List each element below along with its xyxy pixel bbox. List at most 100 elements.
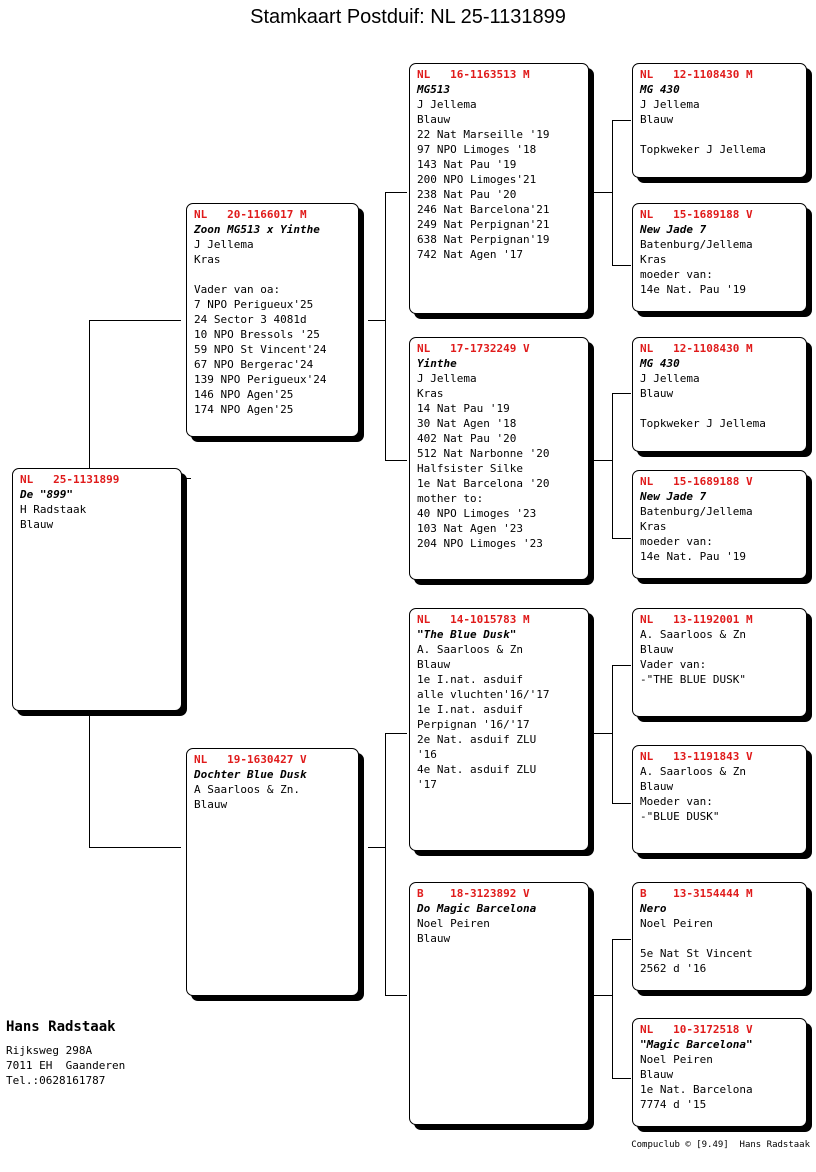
bird-id: B 13-3154444 M — [640, 887, 753, 900]
bird-color: Kras — [194, 253, 221, 266]
pedigree-card-gen3-2[interactable]: NL 17-1732249 V Yinthe J Jellema Kras 14… — [409, 337, 589, 580]
pedigree-card-gen3-1[interactable]: NL 16-1163513 M MG513 J Jellema Blauw 22… — [409, 63, 589, 314]
bird-note-line: '17 — [417, 778, 437, 791]
bird-note-line: Topkweker J Jellema — [640, 143, 766, 156]
bird-note-line: 238 Nat Pau '20 — [417, 188, 517, 201]
bird-note-line — [640, 401, 800, 416]
bird-id: NL 12-1108430 M — [640, 342, 753, 355]
connector — [594, 192, 612, 193]
bird-breeder: J Jellema — [640, 98, 700, 111]
pedigree-card-gen3-3[interactable]: NL 14-1015783 M "The Blue Dusk" A. Saarl… — [409, 608, 589, 851]
bird-color: Blauw — [194, 798, 228, 811]
connector — [594, 995, 612, 996]
connector — [612, 393, 613, 538]
bird-notes: Vader van:-"THE BLUE DUSK" — [640, 657, 800, 687]
bird-id: NL 16-1163513 M — [417, 68, 530, 81]
bird-nickname: Yinthe — [417, 357, 457, 370]
bird-id: NL 10-3172518 V — [640, 1023, 753, 1036]
pedigree-card-gen4-5[interactable]: NL 13-1192001 M A. Saarloos & Zn Blauw V… — [632, 608, 807, 717]
bird-id: NL 13-1192001 M — [640, 613, 753, 626]
bird-note-line: 5e Nat St Vincent — [640, 947, 753, 960]
bird-notes: Moeder van:-"BLUE DUSK" — [640, 794, 800, 824]
bird-note-line: Perpignan '16/'17 — [417, 718, 530, 731]
bird-note-line: Vader van: — [640, 658, 707, 671]
pedigree-card-gen4-8[interactable]: NL 10-3172518 V "Magic Barcelona" Noel P… — [632, 1018, 807, 1127]
bird-id: NL 25-1131899 — [20, 473, 120, 486]
connector — [385, 995, 407, 996]
pedigree-card-subject[interactable]: NL 25-1131899 De "899" H Radstaak Blauw — [12, 468, 182, 711]
bird-note-line: -"BLUE DUSK" — [640, 810, 720, 823]
bird-note-line: 30 Nat Agen '18 — [417, 417, 517, 430]
connector — [594, 733, 612, 734]
connector — [612, 393, 631, 394]
bird-id: NL 20-1166017 M — [194, 208, 307, 221]
bird-note-line: moeder van: — [640, 268, 713, 281]
bird-note-line: 174 NPO Agen'25 — [194, 403, 294, 416]
pedigree-card-mother[interactable]: NL 19-1630427 V Dochter Blue Dusk A Saar… — [186, 748, 359, 996]
bird-note-line: alle vluchten'16/'17 — [417, 688, 550, 701]
bird-note-line: 246 Nat Barcelona'21 — [417, 203, 550, 216]
connector — [385, 192, 386, 460]
bird-nickname: "Magic Barcelona" — [640, 1038, 753, 1051]
bird-note-line: mother to: — [417, 492, 484, 505]
connector — [181, 478, 191, 479]
pedigree-card-gen4-1[interactable]: NL 12-1108430 M MG 430 J Jellema Blauw T… — [632, 63, 807, 178]
bird-note-line: 14 Nat Pau '19 — [417, 402, 510, 415]
pedigree-card-father[interactable]: NL 20-1166017 M Zoon MG513 x Yinthe J Je… — [186, 203, 359, 437]
bird-color: Kras — [417, 387, 444, 400]
bird-id: NL 19-1630427 V — [194, 753, 307, 766]
connector — [612, 120, 613, 265]
connector — [612, 1078, 631, 1079]
bird-breeder: A Saarloos & Zn. — [194, 783, 300, 796]
connector — [594, 460, 612, 461]
bird-note-line: 1e I.nat. asduif — [417, 703, 523, 716]
bird-note-line: 1e Nat Barcelona '20 — [417, 477, 550, 490]
bird-note-line: 139 NPO Perigueux'24 — [194, 373, 327, 386]
bird-note-line: 14e Nat. Pau '19 — [640, 550, 746, 563]
bird-note-line: 146 NPO Agen'25 — [194, 388, 294, 401]
bird-breeder: J Jellema — [640, 372, 700, 385]
connector — [612, 665, 631, 666]
bird-breeder: Noel Peiren — [640, 917, 713, 930]
pedigree-card-gen4-7[interactable]: B 13-3154444 M Nero Noel Peiren 5e Nat S… — [632, 882, 807, 991]
bird-breeder: A. Saarloos & Zn — [417, 643, 523, 656]
bird-notes: Topkweker J Jellema — [640, 127, 800, 157]
bird-note-line: 200 NPO Limoges'21 — [417, 173, 537, 186]
bird-nickname: MG513 — [417, 83, 451, 96]
bird-color — [640, 931, 800, 946]
pedigree-card-gen4-3[interactable]: NL 12-1108430 M MG 430 J Jellema Blauw T… — [632, 337, 807, 452]
bird-nickname: De "899" — [20, 488, 73, 501]
owner-name: Hans Radstaak — [6, 1019, 116, 1035]
bird-note-line: 204 NPO Limoges '23 — [417, 537, 543, 550]
owner-phone: Tel.:0628161787 — [6, 1074, 106, 1087]
bird-note-line: 14e Nat. Pau '19 — [640, 283, 746, 296]
bird-color: Blauw — [640, 1068, 674, 1081]
bird-notes: moeder van:14e Nat. Pau '19 — [640, 534, 800, 564]
bird-note-line: 59 NPO St Vincent'24 — [194, 343, 327, 356]
bird-breeder: A. Saarloos & Zn — [640, 628, 746, 641]
connector — [612, 120, 631, 121]
bird-breeder: J Jellema — [417, 98, 477, 111]
pedigree-card-gen4-2[interactable]: NL 15-1689188 V New Jade 7 Batenburg/Jel… — [632, 203, 807, 312]
bird-nickname: "The Blue Dusk" — [417, 628, 517, 641]
bird-id: NL 13-1191843 V — [640, 750, 753, 763]
bird-note-line: 1e I.nat. asduif — [417, 673, 523, 686]
bird-note-line: 742 Nat Agen '17 — [417, 248, 523, 261]
bird-note-line: '16 — [417, 748, 437, 761]
bird-id: NL 15-1689188 V — [640, 208, 753, 221]
bird-note-line: 638 Nat Perpignan'19 — [417, 233, 550, 246]
connector — [612, 939, 631, 940]
pedigree-card-gen4-4[interactable]: NL 15-1689188 V New Jade 7 Batenburg/Jel… — [632, 470, 807, 579]
bird-breeder: J Jellema — [194, 238, 254, 251]
bird-note-line: 402 Nat Pau '20 — [417, 432, 517, 445]
connector — [612, 538, 631, 539]
bird-color: Blauw — [640, 387, 674, 400]
pedigree-card-gen3-4[interactable]: B 18-3123892 V Do Magic Barcelona Noel P… — [409, 882, 589, 1125]
bird-breeder: Batenburg/Jellema — [640, 505, 753, 518]
bird-note-line: 103 Nat Agen '23 — [417, 522, 523, 535]
bird-color: Kras — [640, 520, 667, 533]
bird-note-line: 249 Nat Perpignan'21 — [417, 218, 550, 231]
pedigree-card-gen4-6[interactable]: NL 13-1191843 V A. Saarloos & Zn Blauw M… — [632, 745, 807, 854]
